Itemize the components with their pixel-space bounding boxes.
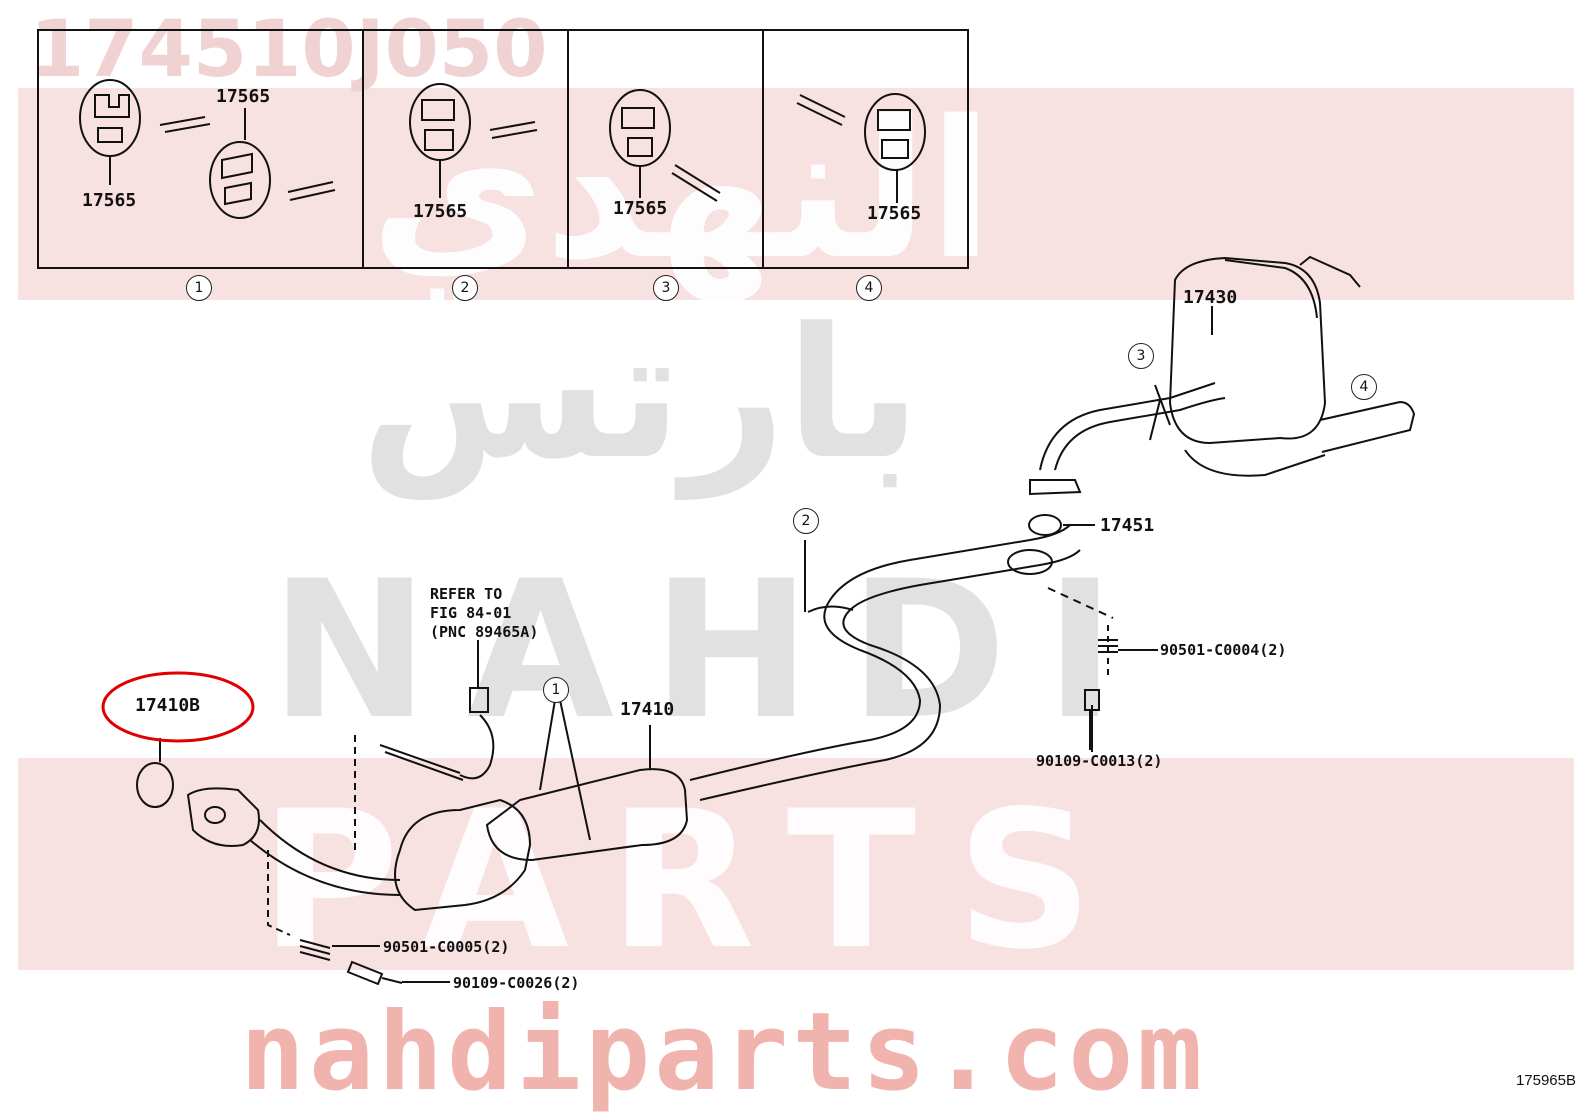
label-gasket-front: 17410B [135,695,201,716]
figure-code: 175965B [1515,1072,1576,1089]
marker-hanger-4: 4 [1351,374,1377,400]
inset-4-label: 17565 [867,203,922,224]
muffler-body [1168,256,1327,445]
watermark-arabic-top: النهدي [370,80,994,301]
watermark-arabic-mid: بارتس [360,290,921,499]
inset-index-4: 4 [856,275,882,301]
inset-frame [37,29,969,269]
label-muffler: 17430 [1183,287,1238,308]
watermark-band-top [18,88,1574,300]
inset-3-label: 17565 [613,198,668,219]
inset-1-label-b: 17565 [216,86,271,107]
inset-index-3: 3 [653,275,679,301]
inset-2-label: 17565 [413,201,468,222]
label-pipe-assy: 17410 [620,699,675,720]
marker-hanger-2: 2 [793,508,819,534]
hanger-icon [409,83,471,161]
label-bolt-front: 90109-C0026(2) [453,974,580,992]
spring-rear [1098,639,1118,653]
inset-1-label-a: 17565 [82,190,137,211]
gasket-rear [1028,514,1062,536]
gasket-front [136,762,174,808]
hanger-icon [864,93,926,171]
watermark-band-bottom [18,758,1574,970]
hanger-icon [209,141,271,219]
label-gasket-rear: 17451 [1100,515,1155,536]
marker-hanger-1: 1 [543,677,569,703]
oxygen-sensor [379,744,464,781]
label-spring-front: 90501-C0005(2) [383,938,510,956]
bolt-front [346,960,403,986]
highlight-ring [101,671,255,743]
watermark-site: nahdiparts.com [240,990,1207,1115]
center-pipe [689,524,1081,801]
label-spring-rear: 90501-C0004(2) [1160,641,1287,659]
inset-index-2: 2 [452,275,478,301]
bolt-rear [1084,689,1100,750]
marker-hanger-3: 3 [1128,343,1154,369]
tailpipe [1319,400,1416,453]
inset-index-1: 1 [186,275,212,301]
front-pipe [249,819,401,896]
catalytic-converter [485,768,689,862]
refer-note: REFER TO FIG 84-01 (PNC 89465A) [430,585,539,641]
spring-front [299,939,331,961]
label-bolt-rear: 90109-C0013(2) [1036,752,1163,770]
intermediate-pipe [1039,382,1226,471]
